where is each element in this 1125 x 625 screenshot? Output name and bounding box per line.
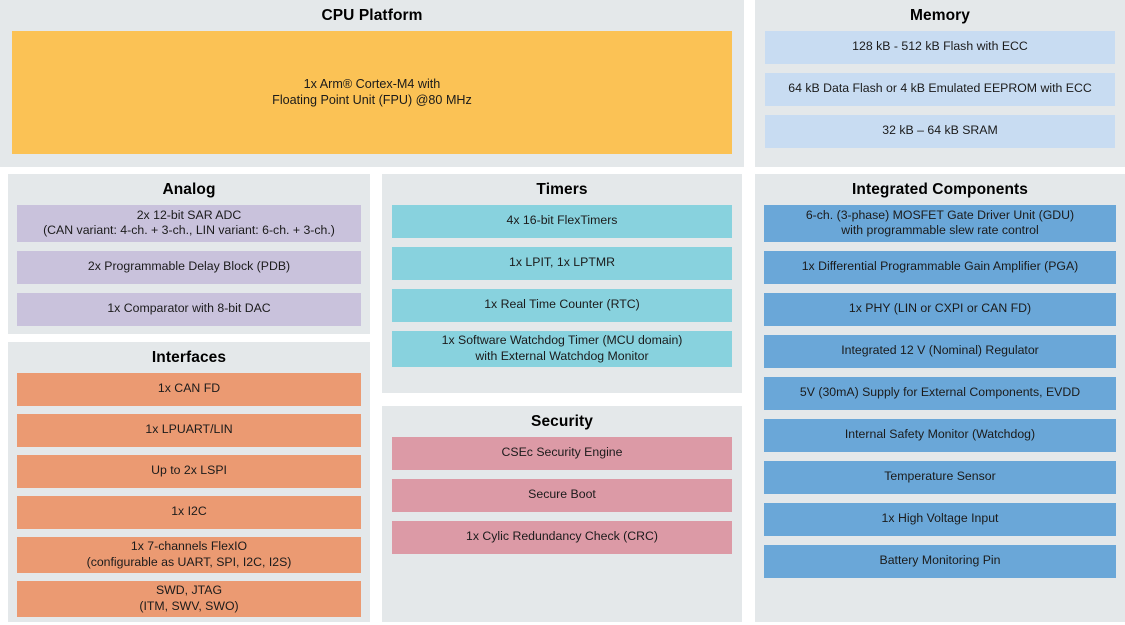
panel-body-cpu-platform: 1x Arm® Cortex-M4 with Floating Point Un… <box>0 30 744 165</box>
panel-title-memory: Memory <box>909 7 971 24</box>
panel-body-security: CSEc Security Engine Secure Boot 1x Cyli… <box>382 436 742 563</box>
panel-interfaces: Interfaces 1x CAN FD 1x LPUART/LIN Up to… <box>8 342 370 622</box>
panel-body-analog: 2x 12-bit SAR ADC (CAN variant: 4-ch. + … <box>8 204 370 335</box>
block-interfaces-lpuart-lin: 1x LPUART/LIN <box>17 413 361 447</box>
panel-timers: Timers 4x 16-bit FlexTimers 1x LPIT, 1x … <box>382 174 742 393</box>
block-interfaces-flexio: 1x 7-channels FlexIO (configurable as UA… <box>17 536 361 573</box>
panel-memory: Memory 128 kB - 512 kB Flash with ECC 64… <box>755 0 1125 167</box>
block-integrated-evdd-supply: 5V (30mA) Supply for External Components… <box>764 376 1116 410</box>
block-timers-flextimers: 4x 16-bit FlexTimers <box>392 204 732 238</box>
panel-security: Security CSEc Security Engine Secure Boo… <box>382 406 742 622</box>
block-memory-data-flash-eeprom: 64 kB Data Flash or 4 kB Emulated EEPROM… <box>765 72 1115 106</box>
block-interfaces-lspi: Up to 2x LSPI <box>17 454 361 488</box>
block-cpu-core: 1x Arm® Cortex-M4 with Floating Point Un… <box>12 30 732 154</box>
block-integrated-safety-monitor: Internal Safety Monitor (Watchdog) <box>764 418 1116 452</box>
block-integrated-high-voltage-input: 1x High Voltage Input <box>764 502 1116 536</box>
block-security-secure-boot: Secure Boot <box>392 478 732 512</box>
block-integrated-gdu: 6-ch. (3-phase) MOSFET Gate Driver Unit … <box>764 204 1116 242</box>
block-interfaces-i2c: 1x I2C <box>17 495 361 529</box>
block-analog-sar-adc: 2x 12-bit SAR ADC (CAN variant: 4-ch. + … <box>17 204 361 242</box>
panel-title-timers: Timers <box>536 181 588 198</box>
panel-cpu-platform: CPU Platform 1x Arm® Cortex-M4 with Floa… <box>0 0 744 167</box>
block-integrated-pga: 1x Differential Programmable Gain Amplif… <box>764 250 1116 284</box>
panel-title-analog: Analog <box>162 181 216 198</box>
panel-integrated-components: Integrated Components 6-ch. (3-phase) MO… <box>755 174 1125 622</box>
block-integrated-battery-monitoring-pin: Battery Monitoring Pin <box>764 544 1116 578</box>
block-interfaces-can-fd: 1x CAN FD <box>17 372 361 406</box>
panel-analog: Analog 2x 12-bit SAR ADC (CAN variant: 4… <box>8 174 370 334</box>
block-interfaces-swd-jtag: SWD, JTAG (ITM, SWV, SWO) <box>17 580 361 617</box>
block-timers-watchdog: 1x Software Watchdog Timer (MCU domain) … <box>392 330 732 367</box>
panel-title-security: Security <box>531 413 593 430</box>
panel-body-memory: 128 kB - 512 kB Flash with ECC 64 kB Dat… <box>755 30 1125 157</box>
panel-body-timers: 4x 16-bit FlexTimers 1x LPIT, 1x LPTMR 1… <box>382 204 742 376</box>
block-timers-lpit-lptmr: 1x LPIT, 1x LPTMR <box>392 246 732 280</box>
block-memory-flash: 128 kB - 512 kB Flash with ECC <box>765 30 1115 64</box>
block-integrated-regulator: Integrated 12 V (Nominal) Regulator <box>764 334 1116 368</box>
panel-title-integrated-components: Integrated Components <box>851 181 1029 198</box>
panel-body-integrated-components: 6-ch. (3-phase) MOSFET Gate Driver Unit … <box>755 204 1125 587</box>
panel-title-interfaces: Interfaces <box>151 349 227 366</box>
block-analog-comparator-dac: 1x Comparator with 8-bit DAC <box>17 292 361 326</box>
block-analog-pdb: 2x Programmable Delay Block (PDB) <box>17 250 361 284</box>
block-integrated-phy: 1x PHY (LIN or CXPI or CAN FD) <box>764 292 1116 326</box>
panel-title-cpu-platform: CPU Platform <box>321 7 423 24</box>
panel-body-interfaces: 1x CAN FD 1x LPUART/LIN Up to 2x LSPI 1x… <box>8 372 370 625</box>
block-security-csec-engine: CSEc Security Engine <box>392 436 732 470</box>
block-timers-rtc: 1x Real Time Counter (RTC) <box>392 288 732 322</box>
block-security-crc: 1x Cylic Redundancy Check (CRC) <box>392 520 732 554</box>
block-memory-sram: 32 kB – 64 kB SRAM <box>765 114 1115 148</box>
block-integrated-temperature-sensor: Temperature Sensor <box>764 460 1116 494</box>
